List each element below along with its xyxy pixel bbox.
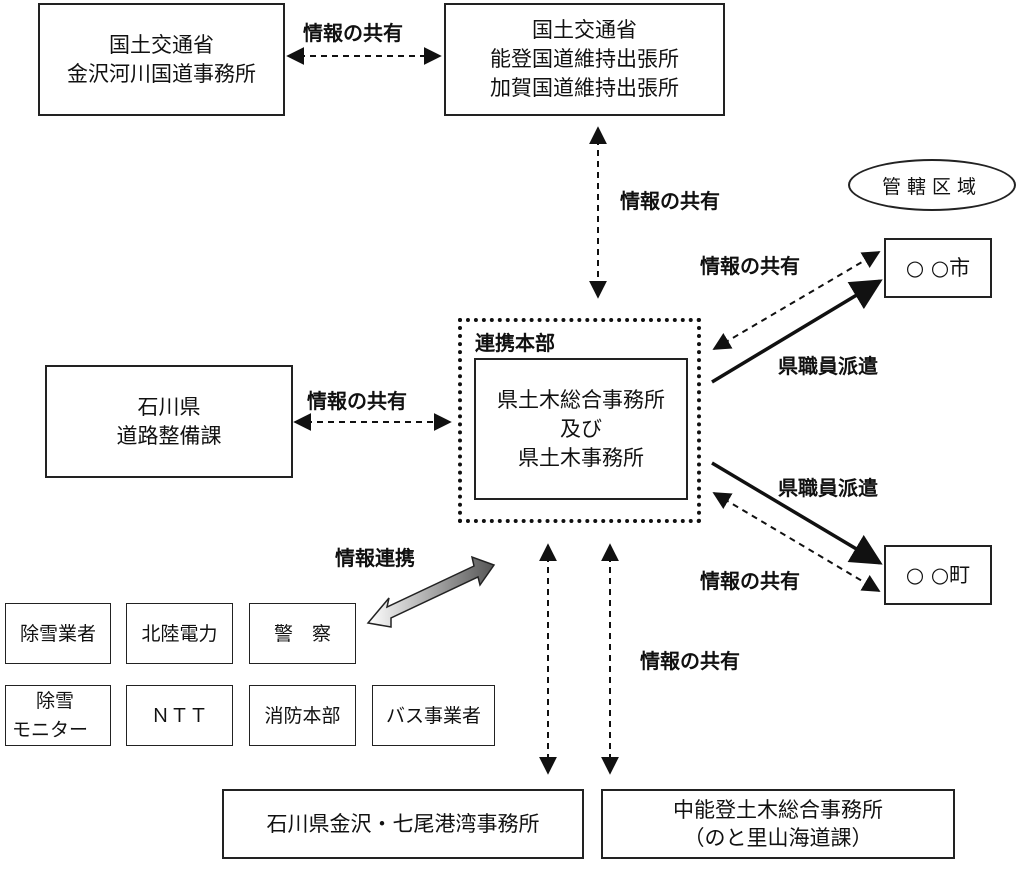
box-pref-road-line1: 石川県 bbox=[137, 394, 201, 419]
connector-share-town bbox=[712, 492, 881, 592]
box-mlit-field-line1: 国土交通省 bbox=[532, 18, 637, 42]
box-mlit-field: 国土交通省 能登国道維持出張所 加賀国道維持出張所 bbox=[444, 3, 725, 116]
box-nakanoto: 中能登土木総合事務所 （のと里山海道課） bbox=[601, 789, 955, 859]
box-hq-inner-line1: 県土木総合事務所 bbox=[497, 387, 665, 412]
partner-snow-monitor: 除雪 モニター bbox=[5, 685, 111, 746]
box-mlit-field-line2: 能登国道維持出張所 bbox=[490, 47, 679, 71]
partner-police: 警 察 bbox=[249, 603, 356, 664]
box-pref-road: 石川県 道路整備課 bbox=[45, 365, 293, 478]
partner-ntt: ＮＴＴ bbox=[126, 685, 233, 746]
label-dispatch-town: 県職員派遣 bbox=[778, 476, 878, 500]
box-hq-inner-line3: 県土木事務所 bbox=[518, 445, 644, 470]
label-share-town: 情報の共有 bbox=[700, 569, 800, 593]
partner-hokuriku-power: 北陸電力 bbox=[126, 603, 233, 664]
label-share-left: 情報の共有 bbox=[307, 389, 407, 413]
label-collab: 情報連携 bbox=[335, 546, 415, 570]
jurisdiction-ellipse: 管轄区域 bbox=[848, 159, 1016, 211]
partner-snow-contractor: 除雪業者 bbox=[5, 603, 111, 664]
label-share-city: 情報の共有 bbox=[700, 254, 800, 278]
box-town: ○ ○町 bbox=[884, 545, 992, 605]
collab-arrow bbox=[366, 555, 496, 628]
partner-bus: バス事業者 bbox=[372, 685, 495, 746]
connector-dispatch-city bbox=[711, 279, 883, 384]
box-pref-road-line2: 道路整備課 bbox=[116, 423, 222, 448]
partner-fire: 消防本部 bbox=[249, 685, 356, 746]
box-port: 石川県金沢・七尾港湾事務所 bbox=[222, 789, 584, 859]
partner-snow-monitor-line1: 除雪 bbox=[36, 690, 75, 712]
label-share-vertical: 情報の共有 bbox=[620, 189, 720, 213]
box-hq-inner-line2: 及び bbox=[560, 416, 602, 441]
label-dispatch-city: 県職員派遣 bbox=[778, 354, 878, 378]
box-mlit-kanazawa: 国土交通省 金沢河川国道事務所 bbox=[38, 3, 285, 116]
box-mlit-field-line3: 加賀国道維持出張所 bbox=[490, 76, 679, 100]
box-mlit-kanazawa-line2: 金沢河川国道事務所 bbox=[67, 61, 256, 86]
label-share-bottom: 情報の共有 bbox=[640, 649, 740, 673]
partner-snow-monitor-line2: モニター bbox=[12, 719, 89, 741]
box-city: ○ ○市 bbox=[884, 238, 992, 298]
hq-frame bbox=[458, 318, 701, 523]
box-mlit-kanazawa-line1: 国土交通省 bbox=[109, 32, 214, 57]
hq-title: 連携本部 bbox=[475, 331, 555, 355]
box-hq-inner: 県土木総合事務所 及び 県土木事務所 bbox=[474, 358, 688, 500]
box-nakanoto-line1: 中能登土木総合事務所 bbox=[673, 798, 883, 822]
box-nakanoto-line2: （のと里山海道課） bbox=[683, 826, 873, 850]
connector-share-city bbox=[712, 251, 881, 350]
label-share-top: 情報の共有 bbox=[303, 21, 403, 45]
